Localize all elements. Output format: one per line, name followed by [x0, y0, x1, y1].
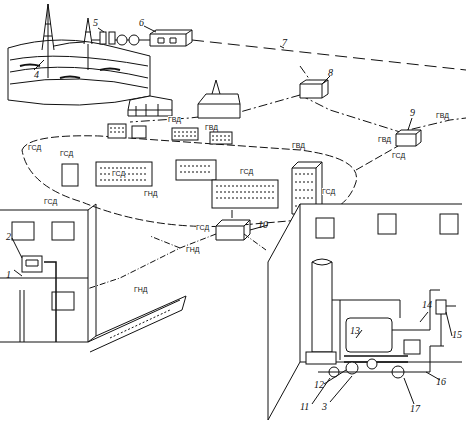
pipeline-label: ГСД [28, 144, 41, 151]
pipeline-label: ГСД [60, 150, 73, 157]
callout-number: 7 [282, 38, 287, 48]
pipeline-label: ГНД [186, 246, 200, 253]
callout-number: 1 [6, 270, 11, 280]
pipeline-label: ГСД [322, 188, 335, 195]
pipeline-label: ГВД [436, 112, 449, 119]
pipeline-label: ГВД [205, 124, 218, 131]
callout-number: 9 [410, 108, 415, 118]
callout-number: 17 [410, 404, 420, 414]
callout-number: 16 [436, 377, 446, 387]
callout-number: 5 [93, 18, 98, 28]
callout-number: 4 [34, 70, 39, 80]
callout-number: 2 [6, 232, 11, 242]
callout-number: 14 [422, 300, 432, 310]
pipeline-label: ГСД [196, 224, 209, 231]
pipeline-label: ГСД [44, 198, 57, 205]
callout-number: 12 [314, 380, 324, 390]
pipeline-label: ГНД [134, 286, 148, 293]
pipeline-label: ГВД [168, 116, 181, 123]
callout-number: 11 [300, 402, 309, 412]
pipeline-label: ГСД [392, 152, 405, 159]
pipeline-label: ГВД [292, 142, 305, 149]
pipeline-label: ГНД [144, 190, 158, 197]
callout-number: 10 [258, 220, 268, 230]
callout-number: 8 [328, 68, 333, 78]
pipeline-label: ГСД [240, 168, 253, 175]
callout-number: 13 [350, 326, 360, 336]
pipeline-label: ГВД [378, 136, 391, 143]
callout-number: 15 [452, 330, 462, 340]
callout-number: 6 [139, 18, 144, 28]
callout-number: 3 [322, 402, 327, 412]
pipeline-label: ГСД [112, 170, 125, 177]
